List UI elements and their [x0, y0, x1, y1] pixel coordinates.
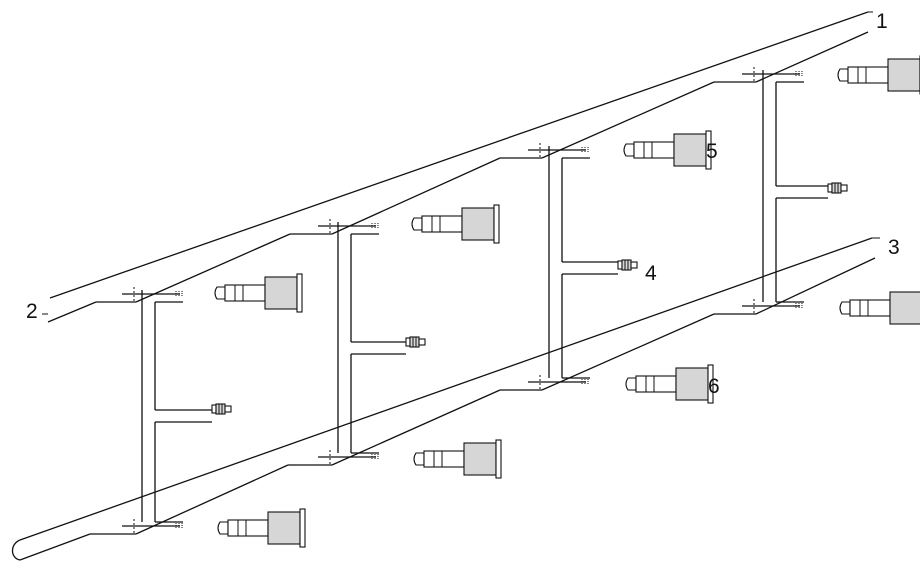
plug-tip [630, 261, 638, 269]
connector [214, 273, 303, 313]
connector-tip [413, 452, 425, 466]
plug-ring [617, 260, 623, 270]
connector-body [461, 207, 495, 241]
tee-junction [742, 299, 803, 313]
tee-junction [528, 143, 589, 157]
connector-sleeve [421, 215, 463, 233]
small-plug [211, 403, 232, 415]
plug-body [831, 182, 842, 194]
connector-plate [495, 439, 502, 479]
label-2: 2 [26, 300, 38, 323]
tee-junction [318, 219, 379, 233]
plug-tip [418, 338, 426, 346]
tee-junction [318, 450, 379, 464]
connector [413, 439, 502, 479]
connector-sleeve [633, 141, 675, 159]
plug-tip [224, 405, 232, 413]
callout-leaders [42, 11, 880, 315]
upper-rail [47, 11, 869, 323]
connector-tip [214, 286, 226, 300]
connector-body [887, 58, 920, 92]
connector-plate [705, 130, 712, 170]
connector-plate [299, 508, 306, 548]
tee-junction [742, 67, 803, 81]
connector [625, 364, 714, 404]
branch-unit-3 [528, 130, 714, 404]
label-1: 1 [876, 10, 888, 33]
connector-tip [839, 301, 851, 315]
connector-body [675, 367, 709, 401]
connector [837, 55, 920, 95]
tee-junction [528, 375, 589, 389]
connector-sleeve [635, 375, 677, 393]
lower-rail [11, 237, 876, 561]
connector-body [673, 133, 707, 167]
connector-tip [837, 68, 849, 82]
connector-body [889, 291, 920, 325]
small-plug [827, 182, 848, 194]
tee-junction [122, 519, 183, 533]
branch-unit-1 [122, 273, 306, 548]
connector [217, 508, 306, 548]
connector-plate [493, 204, 500, 244]
connector-body [463, 442, 497, 476]
plug-tip [840, 184, 848, 192]
label-4: 4 [645, 262, 657, 285]
tee-junction [122, 287, 183, 301]
branch-unit-2 [318, 204, 502, 479]
connector [623, 130, 712, 170]
connector-sleeve [224, 284, 266, 302]
connector-plate [707, 364, 714, 404]
plug-ring [405, 337, 411, 347]
branch-unit-4 [742, 55, 920, 325]
label-6: 6 [708, 375, 720, 398]
branch-units [122, 55, 920, 548]
plug-body [215, 403, 226, 415]
small-plug [617, 259, 638, 271]
connector [411, 204, 500, 244]
connector-body [264, 276, 298, 310]
connector-plate [296, 273, 303, 313]
label-5: 5 [706, 140, 718, 163]
connector [839, 291, 920, 325]
connector-sleeve [847, 66, 889, 84]
connector-tip [625, 377, 637, 391]
connector-body [267, 511, 301, 545]
connector-tip [411, 217, 423, 231]
connector-sleeve [849, 299, 891, 317]
label-3: 3 [888, 236, 900, 259]
plug-body [409, 336, 420, 348]
connector-sleeve [227, 519, 269, 537]
plug-ring [827, 183, 833, 193]
connector-sleeve [423, 450, 465, 468]
small-plug [405, 336, 426, 348]
connector-tip [623, 143, 635, 157]
connector-tip [217, 521, 229, 535]
plug-body [621, 259, 632, 271]
plug-ring [211, 404, 217, 414]
